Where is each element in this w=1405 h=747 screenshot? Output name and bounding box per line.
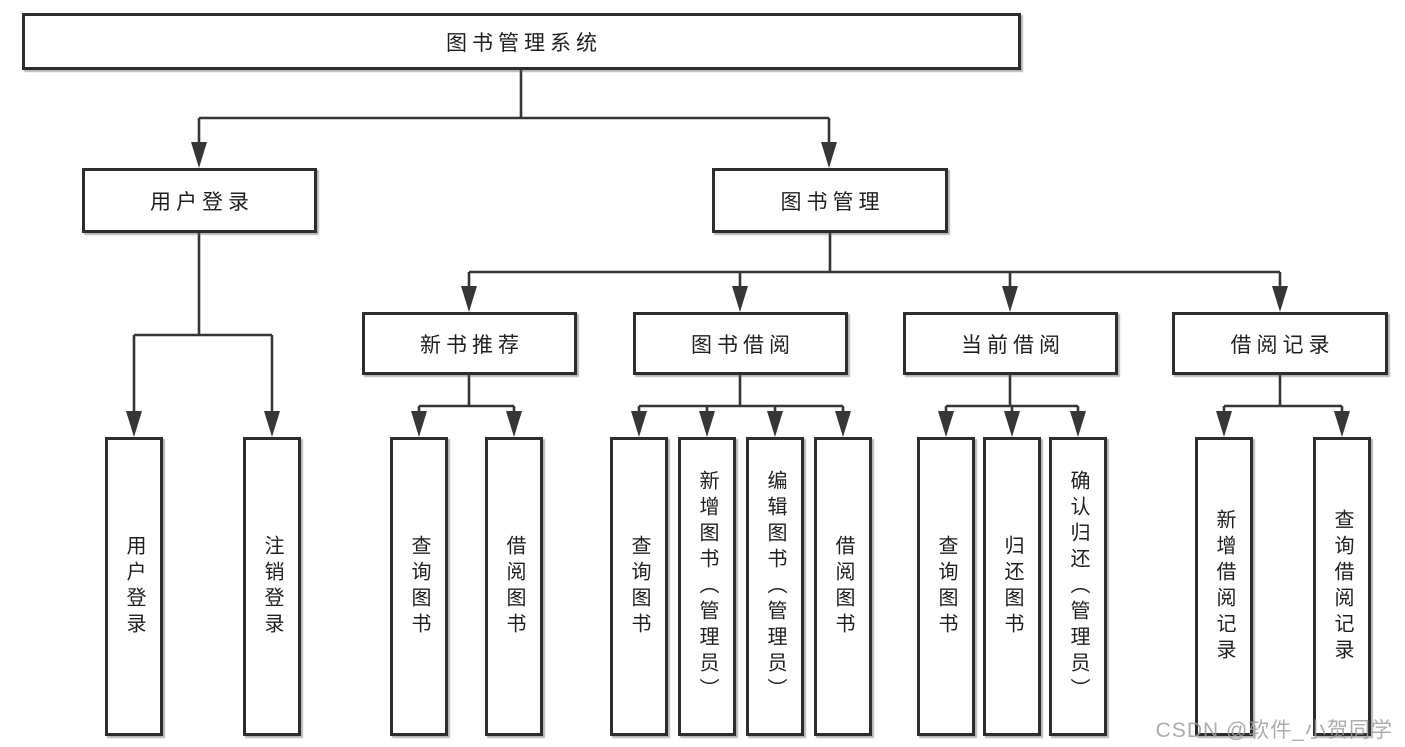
node-label: 编辑图书（管理员） xyxy=(764,469,786,704)
leaf-user-login: 用户登录 xyxy=(105,437,163,736)
leaf-query-books-recommend: 查询图书 xyxy=(390,437,448,736)
node-label: 新增图书（管理员） xyxy=(696,469,718,704)
leaf-query-borrow-record: 查询借阅记录 xyxy=(1313,437,1371,736)
connector-borrowing-records xyxy=(1222,375,1344,415)
node-label: 归还图书 xyxy=(1001,534,1023,639)
node-label: 当前借阅 xyxy=(961,333,1065,357)
node-library-management-system: 图书管理系统 xyxy=(22,13,1021,70)
leaf-confirm-return-admin: 确认归还（管理员） xyxy=(1049,437,1107,736)
connector-book-borrowing xyxy=(637,375,845,415)
node-label: 注销登录 xyxy=(261,534,283,639)
node-label: 确认归还（管理员） xyxy=(1067,469,1089,704)
leaf-logout: 注销登录 xyxy=(243,437,301,736)
node-label: 借阅记录 xyxy=(1230,333,1335,357)
leaf-add-borrow-record: 新增借阅记录 xyxy=(1195,437,1253,736)
leaf-add-book-admin: 新增图书（管理员） xyxy=(678,437,736,736)
node-label: 用户登录 xyxy=(150,190,254,214)
node-book-management: 图书管理 xyxy=(712,168,948,233)
csdn-watermark: CSDN @软件_小贺同学 xyxy=(1155,719,1393,742)
connector-root xyxy=(197,70,831,145)
node-new-book-recommend: 新书推荐 xyxy=(362,312,577,375)
node-label: 借阅图书 xyxy=(503,534,525,639)
leaf-query-books-borrowing: 查询图书 xyxy=(610,437,668,736)
connector-book-management xyxy=(467,233,1282,289)
leaf-query-books-current: 查询图书 xyxy=(917,437,975,736)
node-book-borrowing: 图书借阅 xyxy=(633,312,848,375)
node-label: 查询图书 xyxy=(408,534,430,639)
leaf-borrow-books-recommend: 借阅图书 xyxy=(485,437,543,736)
connector-user-login xyxy=(132,233,274,415)
connector-new-book-recommend xyxy=(417,375,516,415)
connector-current-borrowing xyxy=(944,375,1080,415)
node-label: 用户登录 xyxy=(123,534,145,639)
node-label: 图书管理 xyxy=(780,190,885,214)
node-current-borrowing: 当前借阅 xyxy=(903,312,1118,375)
node-label: 图书借阅 xyxy=(691,333,795,357)
arrowheads xyxy=(126,142,1350,437)
leaf-edit-book-admin: 编辑图书（管理员） xyxy=(746,437,804,736)
leaf-return-book: 归还图书 xyxy=(983,437,1041,736)
node-label: 查询借阅记录 xyxy=(1331,508,1353,665)
node-label: 新增借阅记录 xyxy=(1213,508,1235,665)
node-label: 图书管理系统 xyxy=(446,31,602,55)
node-label: 查询图书 xyxy=(935,534,957,639)
node-label: 新书推荐 xyxy=(420,333,524,357)
node-borrowing-records: 借阅记录 xyxy=(1172,312,1388,375)
leaf-borrow-books-borrowing: 借阅图书 xyxy=(814,437,872,736)
node-user-login: 用户登录 xyxy=(82,168,317,233)
node-label: 借阅图书 xyxy=(832,534,854,639)
node-label: 查询图书 xyxy=(628,534,650,639)
